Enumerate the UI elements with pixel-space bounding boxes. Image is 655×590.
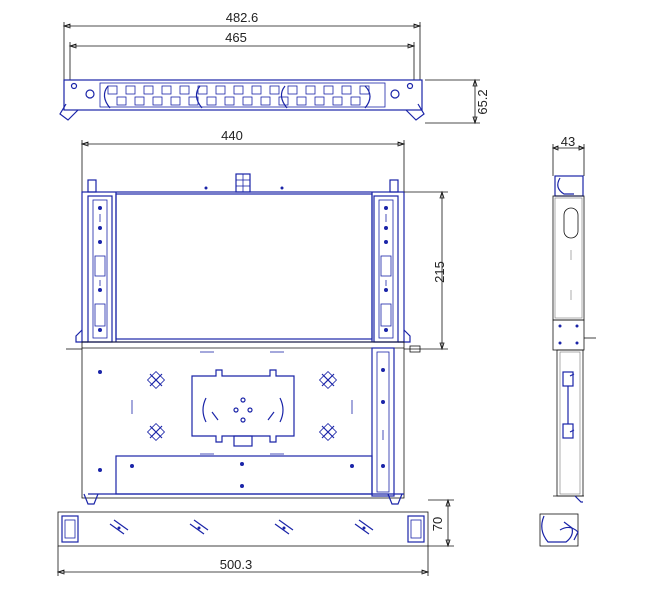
front-strip — [57, 511, 429, 547]
plan-view: 440 — [56, 128, 454, 576]
dimension-label-overall-width: 500.3 — [220, 557, 253, 572]
front-view: 482.6 465 — [59, 10, 490, 125]
dimension-top-height: 65.2 — [425, 78, 490, 125]
upper-cover — [81, 173, 405, 343]
dimension-top-total: 482.6 — [62, 10, 422, 80]
dimension-label-top-height: 65.2 — [475, 89, 490, 114]
dimension-label-tray-width: 440 — [221, 128, 243, 143]
front-panel — [59, 79, 425, 121]
splice-tray — [191, 369, 295, 447]
dimension-label-tray-depth: 215 — [432, 261, 447, 283]
dimension-label-side-width: 43 — [561, 134, 575, 149]
side-view: 43 — [539, 134, 596, 547]
dimension-label-top-inner: 465 — [225, 30, 247, 45]
dimension-label-top-total: 482.6 — [226, 10, 259, 25]
dimension-label-front-height: 70 — [430, 517, 445, 531]
bottom-plate — [83, 455, 404, 505]
dimension-front-height: 70 — [428, 498, 454, 548]
dimension-overall-width: 500.3 — [56, 546, 430, 576]
lower-tray — [81, 341, 405, 499]
dimension-top-inner: 465 — [68, 30, 416, 80]
dimension-tray-width: 440 — [80, 128, 406, 192]
x-clips — [146, 370, 338, 442]
dimension-tray-depth: 215 — [404, 190, 448, 351]
left-rail — [66, 195, 113, 350]
dimension-side-width: 43 — [551, 134, 586, 176]
adapter-row — [107, 85, 370, 106]
right-rail — [373, 195, 421, 353]
